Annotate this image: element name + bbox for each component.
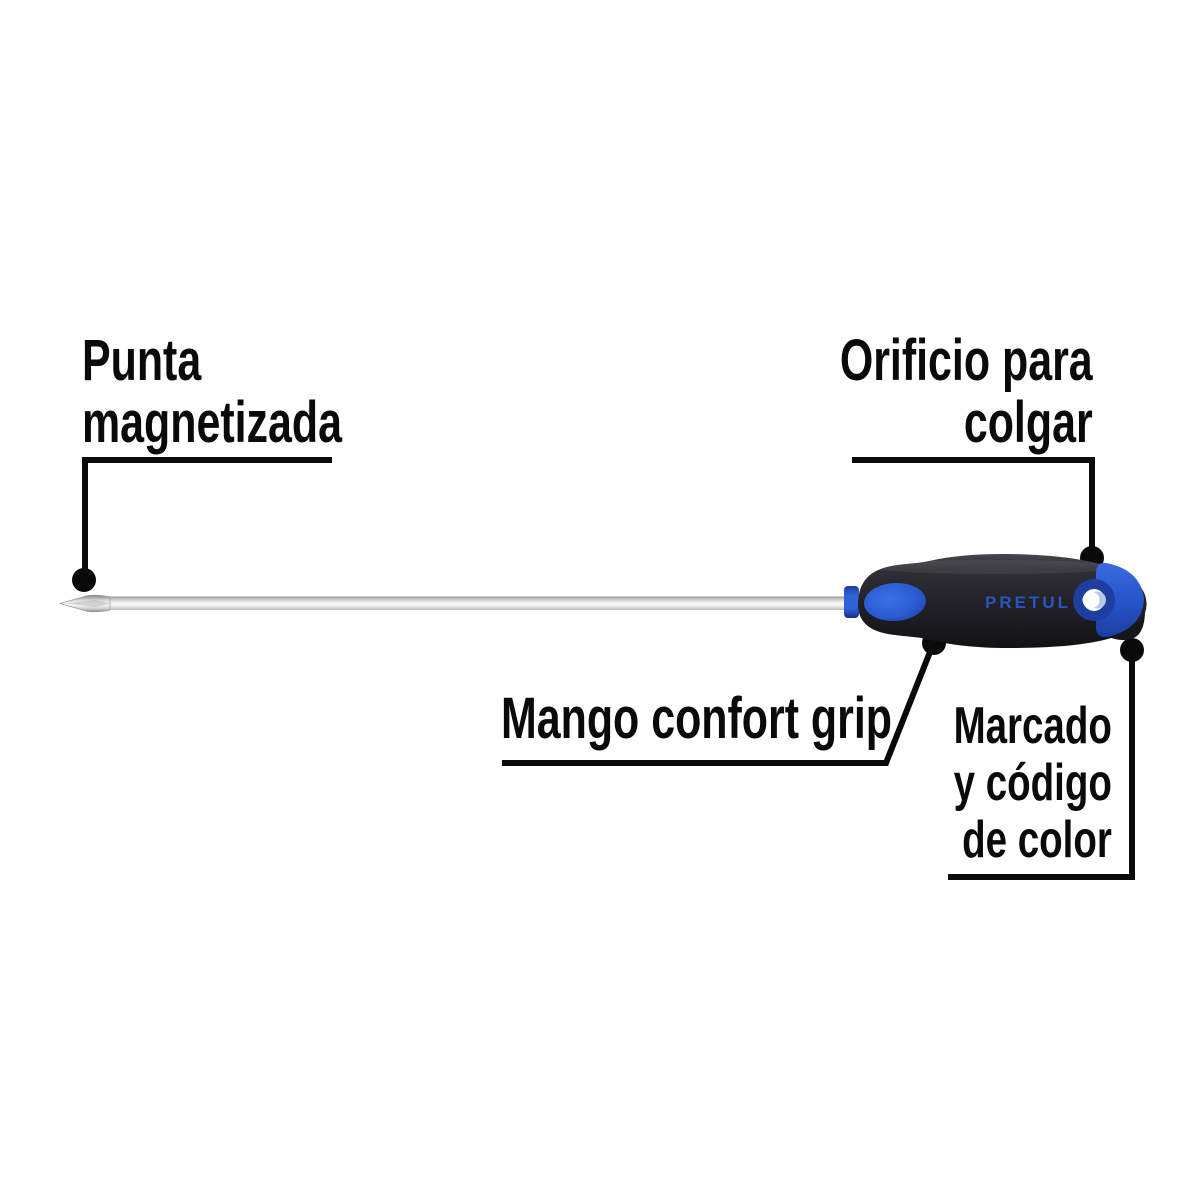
butt-cap: [1096, 562, 1144, 638]
callout-line-orificio: [852, 457, 1095, 550]
screwdriver-shaft: [104, 596, 848, 610]
label-mango-confort-grip: Mango confort grip: [501, 686, 892, 751]
handle-top-highlight: [870, 560, 1120, 574]
callout-dot-marcado: [1120, 638, 1144, 662]
callout-line-marcado: [948, 658, 1135, 880]
label-marcado-codigo-color: Marcado y código de color: [953, 697, 1112, 869]
hang-hole-inner-light: [1082, 591, 1100, 609]
grip-insert: [864, 582, 926, 622]
tip-cross-shadow: [66, 600, 112, 607]
callout-line-punta: [82, 457, 332, 572]
handle-body: [858, 554, 1147, 648]
label-orificio-para-colgar: Orificio para colgar: [840, 328, 1093, 455]
callout-dot-punta: [72, 568, 96, 592]
callout-line-mango: [502, 650, 933, 766]
brand-text: PRETUL: [985, 593, 1071, 612]
ferrule-collar: [844, 586, 859, 618]
cap-corner-wedge: [1109, 611, 1145, 641]
label-punta-magnetizada: Punta magnetizada: [82, 328, 342, 455]
